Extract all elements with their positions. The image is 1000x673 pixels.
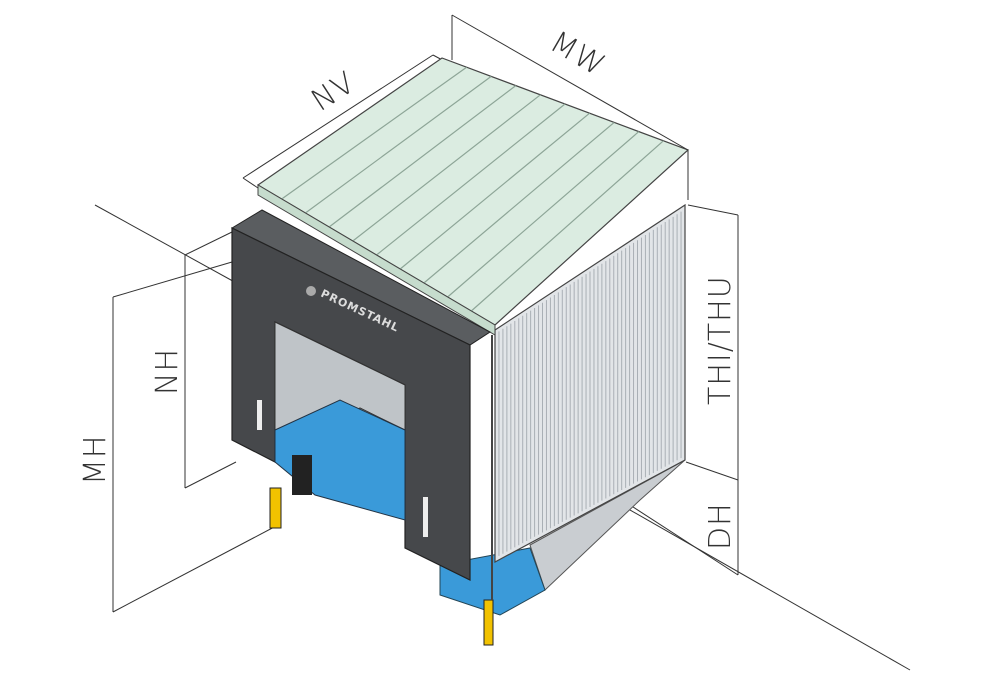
roof-rib — [376, 103, 566, 256]
roof-rib — [423, 121, 615, 284]
left-reflector — [257, 400, 262, 430]
roof-rib — [305, 75, 492, 214]
dim-label-mh: MH — [78, 435, 113, 485]
roof-rib — [470, 140, 664, 312]
left-leg — [269, 487, 282, 529]
roof-rib — [447, 131, 640, 298]
roof-ribs — [281, 66, 664, 312]
dim-label-thi-thu: THI/THU — [703, 275, 738, 405]
roof-rib — [328, 85, 517, 228]
roof-rib — [281, 66, 467, 200]
logo-mark-icon — [306, 286, 316, 296]
dimension-lines — [112, 14, 739, 612]
roof-rib — [352, 94, 541, 242]
dim-label-nh: NH — [150, 348, 185, 395]
roof-edge — [257, 184, 496, 336]
wall-corrugation — [498, 211, 682, 556]
dim-label-mw: MW — [544, 25, 611, 84]
right-reflector — [423, 497, 428, 537]
right-leg — [483, 599, 494, 646]
dim-label-dh: DH — [703, 502, 738, 550]
dim-label-nv: NV — [305, 65, 362, 119]
dock-leveler — [274, 399, 406, 521]
roof-rib — [399, 112, 590, 270]
control-box — [292, 455, 312, 495]
